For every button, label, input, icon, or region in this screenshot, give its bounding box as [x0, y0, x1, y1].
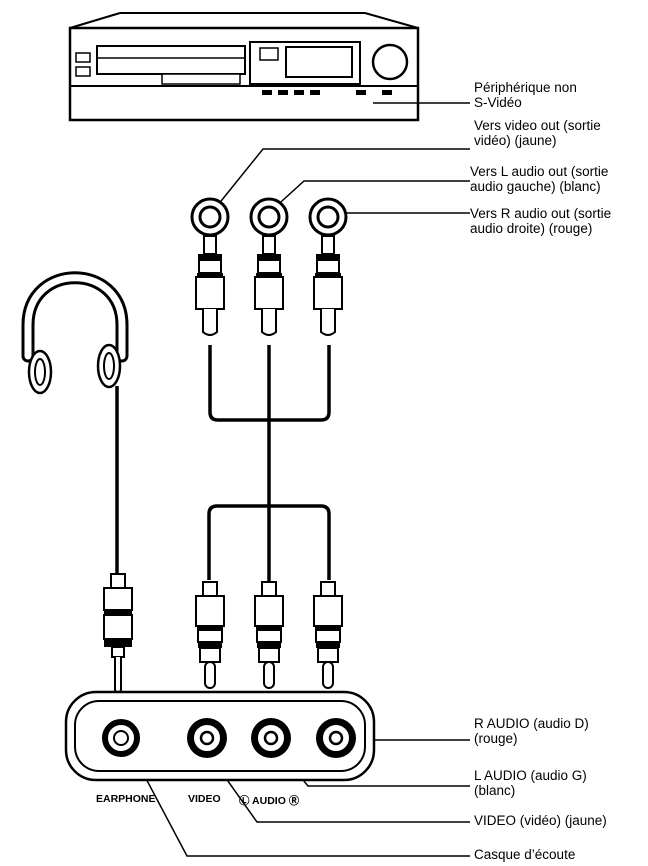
- device-label-line-2: S-Vidéo: [474, 95, 522, 110]
- av-cable: [207, 345, 331, 590]
- l-audio-label: L AUDIO (audio G) (blanc): [474, 768, 587, 798]
- rca-plug-icon: [313, 581, 343, 689]
- panel-audio-label: Ⓛ AUDIO Ⓡ: [239, 795, 300, 807]
- headphones-icon: [21, 271, 129, 395]
- leader-lines: [133, 102, 470, 857]
- video-out-label: Vers video out (sortie vidéo) (jaune): [474, 118, 601, 148]
- r-audio-out-label: Vers R audio out (sortie audio droite) (…: [470, 206, 611, 236]
- device-label: Périphérique non S-Vidéo: [474, 80, 577, 110]
- earphone-label: Casque d’écoute: [474, 847, 575, 862]
- earphone-plug-icon: [103, 573, 133, 694]
- earphone-label-line-1: Casque d’écoute: [474, 847, 576, 862]
- vcr-device-icon: [68, 12, 420, 122]
- video-out-label-line-1: Vers video out (sortie: [474, 118, 601, 133]
- l-audio-label-line-2: (blanc): [474, 783, 516, 798]
- rca-plug-icon: [195, 235, 225, 336]
- rca-plug-icon: [195, 581, 225, 689]
- l-audio-out-label-line-1: Vers L audio out (sortie: [470, 164, 609, 179]
- l-audio-out-label-line-2: audio gauche) (blanc): [470, 179, 601, 194]
- device-label-line-1: Périphérique non: [474, 80, 577, 95]
- l-audio-label-line-1: L AUDIO (audio G): [474, 768, 587, 783]
- l-audio-out-label: Vers L audio out (sortie audio gauche) (…: [470, 164, 608, 194]
- r-audio-out-label-line-1: Vers R audio out (sortie: [470, 206, 612, 221]
- jack-panel-icon: [64, 690, 376, 782]
- panel-earphone-label: EARPHONE: [96, 793, 156, 805]
- video-label-line-1: VIDEO (vidéo) (jaune): [474, 813, 607, 828]
- top-rca-sockets: [190, 197, 348, 237]
- rca-plug-icon: [254, 235, 284, 336]
- r-audio-out-label-line-2: audio droite) (rouge): [470, 221, 593, 236]
- panel-video-label: VIDEO: [188, 793, 221, 805]
- r-audio-label-line-2: (rouge): [474, 731, 518, 746]
- r-audio-label-line-1: R AUDIO (audio D): [474, 716, 589, 731]
- r-audio-label: R AUDIO (audio D) (rouge): [474, 716, 589, 746]
- rca-plug-icon: [254, 581, 284, 689]
- video-out-label-line-2: vidéo) (jaune): [474, 133, 557, 148]
- rca-plug-icon: [313, 235, 343, 336]
- video-label: VIDEO (vidéo) (jaune): [474, 813, 607, 828]
